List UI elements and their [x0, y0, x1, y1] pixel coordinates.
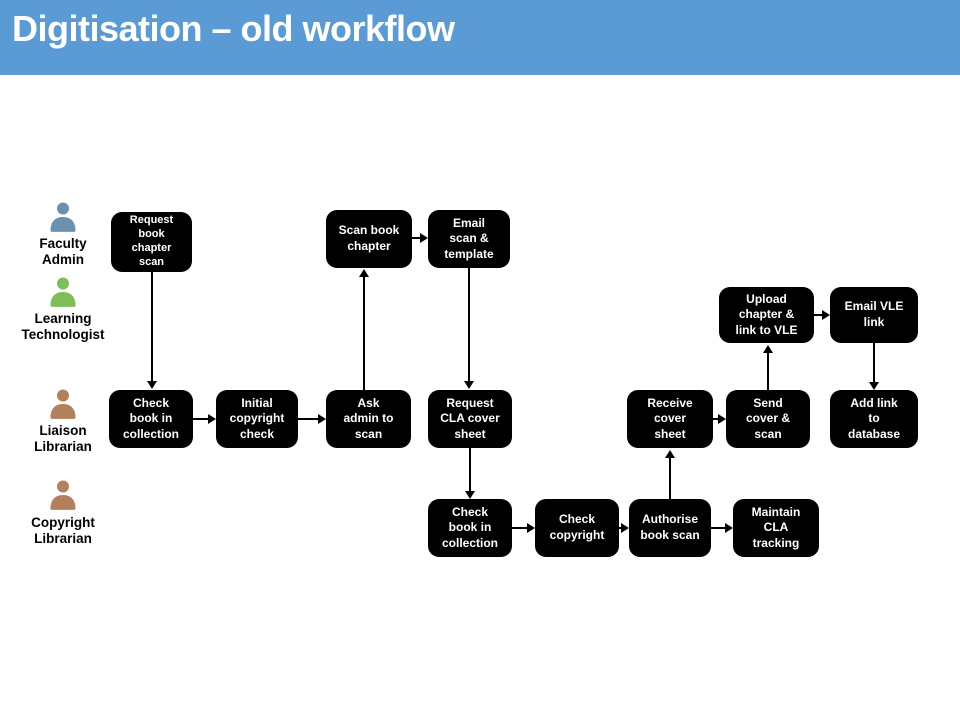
arrow-line-email-to-reqcla	[468, 268, 470, 381]
arrowhead-right-icon	[621, 523, 629, 533]
arrow-line-authorise-to-maintain	[711, 527, 725, 529]
arrowhead-down-icon	[147, 381, 157, 389]
node-authorise-book-scan: Authorise book scan	[629, 499, 711, 557]
node-request-cla-cover-sheet: Request CLA cover sheet	[428, 390, 512, 448]
arrow-line-check2-to-copyright	[512, 527, 527, 529]
node-email-vle-link: Email VLE link	[830, 287, 918, 343]
node-maintain-cla-tracking: Maintain CLA tracking	[733, 499, 819, 557]
person-icon-learning-technologist	[50, 277, 76, 307]
arrowhead-down-icon	[869, 382, 879, 390]
arrow-line-authorise-to-receive	[669, 458, 671, 499]
arrow-line-receive-to-send	[713, 418, 719, 420]
arrow-line-ask-to-scan	[363, 277, 365, 390]
arrowhead-right-icon	[725, 523, 733, 533]
node-email-scan-template: Email scan & template	[428, 210, 510, 268]
arrowhead-right-icon	[822, 310, 830, 320]
arrow-line-reqcla-to-check2	[469, 448, 471, 491]
person-icon-copyright-librarian	[50, 480, 76, 510]
arrow-line-send-to-upload	[767, 353, 769, 390]
arrowhead-up-icon	[763, 345, 773, 353]
node-check-book-in-collection-1: Check book in collection	[109, 390, 193, 448]
arrowhead-right-icon	[527, 523, 535, 533]
node-ask-admin-to-scan: Ask admin to scan	[326, 390, 411, 448]
page-title: Digitisation – old workflow	[12, 8, 455, 49]
person-icon-faculty-admin	[50, 202, 76, 232]
role-label-faculty-admin: Faculty Admin	[39, 236, 87, 267]
arrowhead-down-icon	[464, 381, 474, 389]
arrow-line-initial-to-ask	[298, 418, 318, 420]
node-check-book-in-collection-2: Check book in collection	[428, 499, 512, 557]
arrow-line-request-to-check	[151, 272, 153, 381]
arrow-line-scan-to-email	[412, 237, 421, 239]
arrowhead-right-icon	[420, 233, 428, 243]
node-upload-chapter-link-to-vle: Upload chapter & link to VLE	[719, 287, 814, 343]
node-request-book-chapter-scan: Request book chapter scan	[111, 212, 192, 272]
node-send-cover-and-scan: Send cover & scan	[726, 390, 810, 448]
person-icon-liaison-librarian	[50, 389, 76, 419]
arrowhead-up-icon	[359, 269, 369, 277]
arrow-line-copyright-to-authorise	[619, 527, 622, 529]
arrow-line-emailvle-to-addlink	[873, 343, 875, 383]
arrowhead-down-icon	[465, 491, 475, 499]
node-add-link-to-database: Add link to database	[830, 390, 918, 448]
arrow-line-upload-to-emailvle	[814, 314, 823, 316]
role-label-copyright-librarian: Copyright Librarian	[31, 515, 95, 546]
arrowhead-up-icon	[665, 450, 675, 458]
node-initial-copyright-check: Initial copyright check	[216, 390, 298, 448]
node-receive-cover-sheet: Receive cover sheet	[627, 390, 713, 448]
node-check-copyright: Check copyright	[535, 499, 619, 557]
arrowhead-right-icon	[208, 414, 216, 424]
arrow-line-check-to-initial	[193, 418, 208, 420]
header-bar: Digitisation – old workflow	[0, 0, 960, 75]
arrowhead-right-icon	[718, 414, 726, 424]
node-scan-book-chapter: Scan book chapter	[326, 210, 412, 268]
role-label-learning-technologist: Learning Technologist	[21, 311, 105, 342]
arrowhead-right-icon	[318, 414, 326, 424]
role-label-liaison-librarian: Liaison Librarian	[34, 423, 92, 454]
